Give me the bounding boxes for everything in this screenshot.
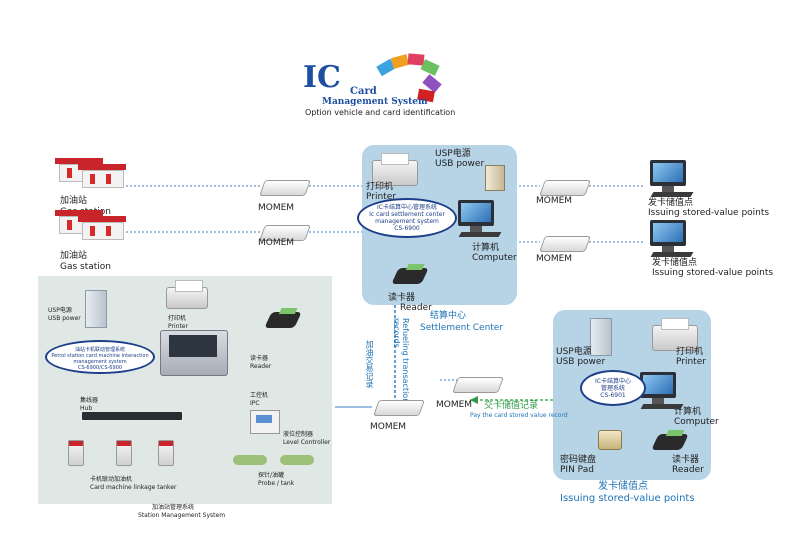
station-tanker-label-en: Card machine linkage tanker <box>90 484 177 491</box>
dispenser-icon <box>116 440 132 466</box>
modem-label: MOMEM <box>258 203 295 213</box>
station-ups-label-cn: USP电源 <box>48 307 72 314</box>
pin-pad-icon <box>598 430 622 450</box>
modem-icon <box>452 377 504 393</box>
issue-point-1-label-cn: 发卡储值点 <box>648 198 694 208</box>
dispenser-icon <box>68 440 84 466</box>
modem-label: MOMEM <box>536 196 573 206</box>
issue-bubble-line2: 管理系统 <box>600 385 625 392</box>
industrial-pc-icon <box>160 330 228 376</box>
station-reader-label-cn: 读卡器 <box>250 355 269 362</box>
modem-icon <box>539 180 591 196</box>
issue-title-cn: 发卡储值点 <box>598 481 648 492</box>
issue-computer-label-en: Computer <box>674 417 719 427</box>
printer-icon <box>652 318 698 351</box>
center-title-cn: 结算中心 <box>430 311 467 321</box>
issue-ups-label-cn: USP电源 <box>556 347 592 357</box>
hub-icon <box>82 412 182 420</box>
tank-icon <box>233 455 267 465</box>
issue-printer-label-en: Printer <box>676 357 706 367</box>
center-system-bubble: IC卡结算中心管理系统 Ic card settlement center ma… <box>357 198 457 238</box>
center-reader-label-en: Reader <box>400 303 432 313</box>
logo-card: Card <box>350 86 377 97</box>
station-printer-label-en: Printer <box>168 323 188 330</box>
ups-icon <box>485 165 505 191</box>
modem-label: MOMEM <box>258 238 295 248</box>
station-probe-label-cn: 探针/油罐 <box>258 472 285 479</box>
pay-record-label-cn: 交卡储值记录 <box>484 401 539 411</box>
center-printer-label-en: Printer <box>366 192 396 202</box>
station-ups-label-en: USB power <box>48 315 81 322</box>
station-bubble-line2: Petrol station card machine interaction <box>51 353 149 359</box>
station-bubble-line3: management system <box>73 359 127 365</box>
station-level-label-en: Level Controller <box>283 439 331 446</box>
center-title-en: Settlement Center <box>420 323 504 333</box>
modem-icon <box>373 400 425 416</box>
station-reader-label-en: Reader <box>250 363 272 370</box>
dispenser-icon <box>158 440 174 466</box>
issue-point-2-label-en: Issuing stored-value points <box>652 268 774 278</box>
modem-label: MOMEM <box>536 254 573 264</box>
center-ups-label-cn: USP电源 <box>435 149 471 159</box>
station-bubble-line4: CS-6900/CS-6900 <box>77 365 123 371</box>
modem-label: MOMEM <box>370 422 407 432</box>
center-bubble-line2: Ic card settlement center <box>369 211 445 218</box>
center-printer-label-cn: 打印机 <box>366 182 394 192</box>
gas-station-2-label-en: Gas station <box>60 262 112 272</box>
issue-pinpad-label-en: PIN Pad <box>560 465 594 475</box>
issue-ups-label-en: USB power <box>556 357 606 367</box>
station-bubble-line1: 油站卡机联动管理系统 <box>74 347 125 353</box>
center-bubble-line4: CS-6900 <box>394 225 420 232</box>
gas-station-2-label-cn: 加油站 <box>60 251 88 261</box>
printer-icon <box>166 280 208 309</box>
station-printer-label-cn: 打印机 <box>168 315 187 322</box>
modem-icon <box>539 236 591 252</box>
center-ups-label-en: USB power <box>435 159 485 169</box>
issue-point-2-label-cn: 发卡储值点 <box>652 258 698 268</box>
station-probe-label-en: Probe / tank <box>258 480 295 487</box>
ups-cabinet-icon <box>590 318 612 356</box>
issue-reader-label-en: Reader <box>672 465 704 475</box>
issue-bubble-line3: CS-6901 <box>600 392 626 399</box>
center-reader-label-cn: 读卡器 <box>388 293 416 303</box>
center-computer-label-cn: 计算机 <box>472 243 500 253</box>
logo-ic: IC <box>303 60 341 95</box>
modem-icon <box>259 180 311 196</box>
station-ipc-label-cn: 工控机 <box>250 392 269 399</box>
issue-computer-label-cn: 计算机 <box>674 407 702 417</box>
station-ipc-label-en: IPC <box>250 400 260 407</box>
station-title-cn: 加油站管理系统 <box>152 504 195 511</box>
header-subtitle: Option vehicle and card identification <box>305 108 456 117</box>
pay-record-label-en: Pay the card stored value record <box>470 412 568 419</box>
station-tanker-label-cn: 卡机联动加油机 <box>90 476 133 483</box>
gas-station-1-label-cn: 加油站 <box>60 196 88 206</box>
issue-system-bubble: IC卡结算中心 管理系统 CS-6901 <box>580 370 646 406</box>
logo-management-system: Management System <box>322 97 428 107</box>
station-title-en: Station Management System <box>138 512 226 519</box>
level-controller-icon <box>250 410 280 434</box>
station-system-bubble: 油站卡机联动管理系统 Petrol station card machine i… <box>45 340 155 374</box>
station-hub-label-cn: 集线器 <box>80 397 99 404</box>
station-level-label-cn: 液位控制器 <box>283 431 314 438</box>
issue-point-1-label-en: Issuing stored-value points <box>648 208 770 218</box>
issue-title-en: Issuing stored-value points <box>560 493 695 504</box>
modem-label: MOMEM <box>436 400 473 410</box>
center-computer-label-en: Computer <box>472 253 517 263</box>
refuel-link-label-cn: 加油交易记录 <box>365 340 374 388</box>
center-bubble-line3: management system <box>375 218 439 225</box>
refuel-link-label-en: Refueling transaction records <box>392 318 410 404</box>
center-bubble-line1: IC卡结算中心管理系统 <box>377 204 437 211</box>
issue-printer-label-cn: 打印机 <box>676 347 704 357</box>
station-hub-label-en: Hub <box>80 405 93 412</box>
ups-cabinet-icon <box>85 290 107 328</box>
tank-icon <box>280 455 314 465</box>
issue-pinpad-label-cn: 密码键盘 <box>560 455 597 465</box>
issue-reader-label-cn: 读卡器 <box>672 455 700 465</box>
printer-icon <box>372 153 418 186</box>
issue-bubble-line1: IC卡结算中心 <box>595 378 631 385</box>
